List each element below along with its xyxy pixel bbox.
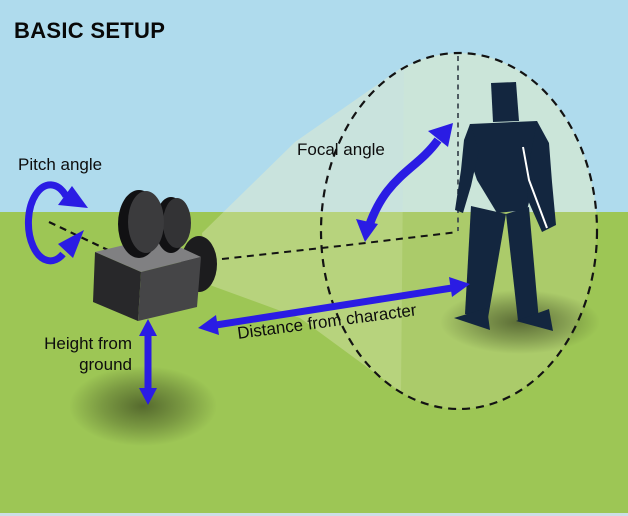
character-arm-highlight xyxy=(522,146,548,229)
pitch-angle-label: Pitch angle xyxy=(18,155,103,174)
character-left-leg xyxy=(465,206,506,318)
height-from-ground-label: Height from ground xyxy=(44,334,132,374)
character-torso xyxy=(466,121,543,213)
view-frustum-sky-half xyxy=(223,66,404,212)
character-right-arm xyxy=(527,121,556,232)
height-arrow xyxy=(139,319,157,405)
focal-angle-label: Focal angle xyxy=(297,140,385,159)
character-left-arm xyxy=(455,124,479,213)
diagram-title: BASIC SETUP xyxy=(14,18,166,43)
view-frustum-ground-half xyxy=(202,212,403,392)
camera-film-reel-right xyxy=(155,197,191,253)
camera-body-side-face xyxy=(138,257,201,321)
pitch-rotation-arrow xyxy=(24,181,88,265)
camera-body-front-face xyxy=(93,252,141,321)
view-frustum xyxy=(202,66,404,392)
distance-arrow xyxy=(198,277,470,335)
framing-ellipse-outline xyxy=(319,51,599,411)
camera-film-reel-left xyxy=(118,190,164,258)
bottom-border-strip xyxy=(0,513,628,516)
focal-angle-arrow xyxy=(356,123,453,242)
character-right-foot xyxy=(516,309,553,331)
character-left-foot xyxy=(454,308,490,330)
camera-illustration xyxy=(93,190,217,321)
character-figure xyxy=(454,82,556,331)
camera-aim-dashed-line xyxy=(221,231,459,260)
character-head xyxy=(491,82,519,122)
character-right-leg xyxy=(506,207,539,321)
camera-shadow xyxy=(69,366,217,446)
